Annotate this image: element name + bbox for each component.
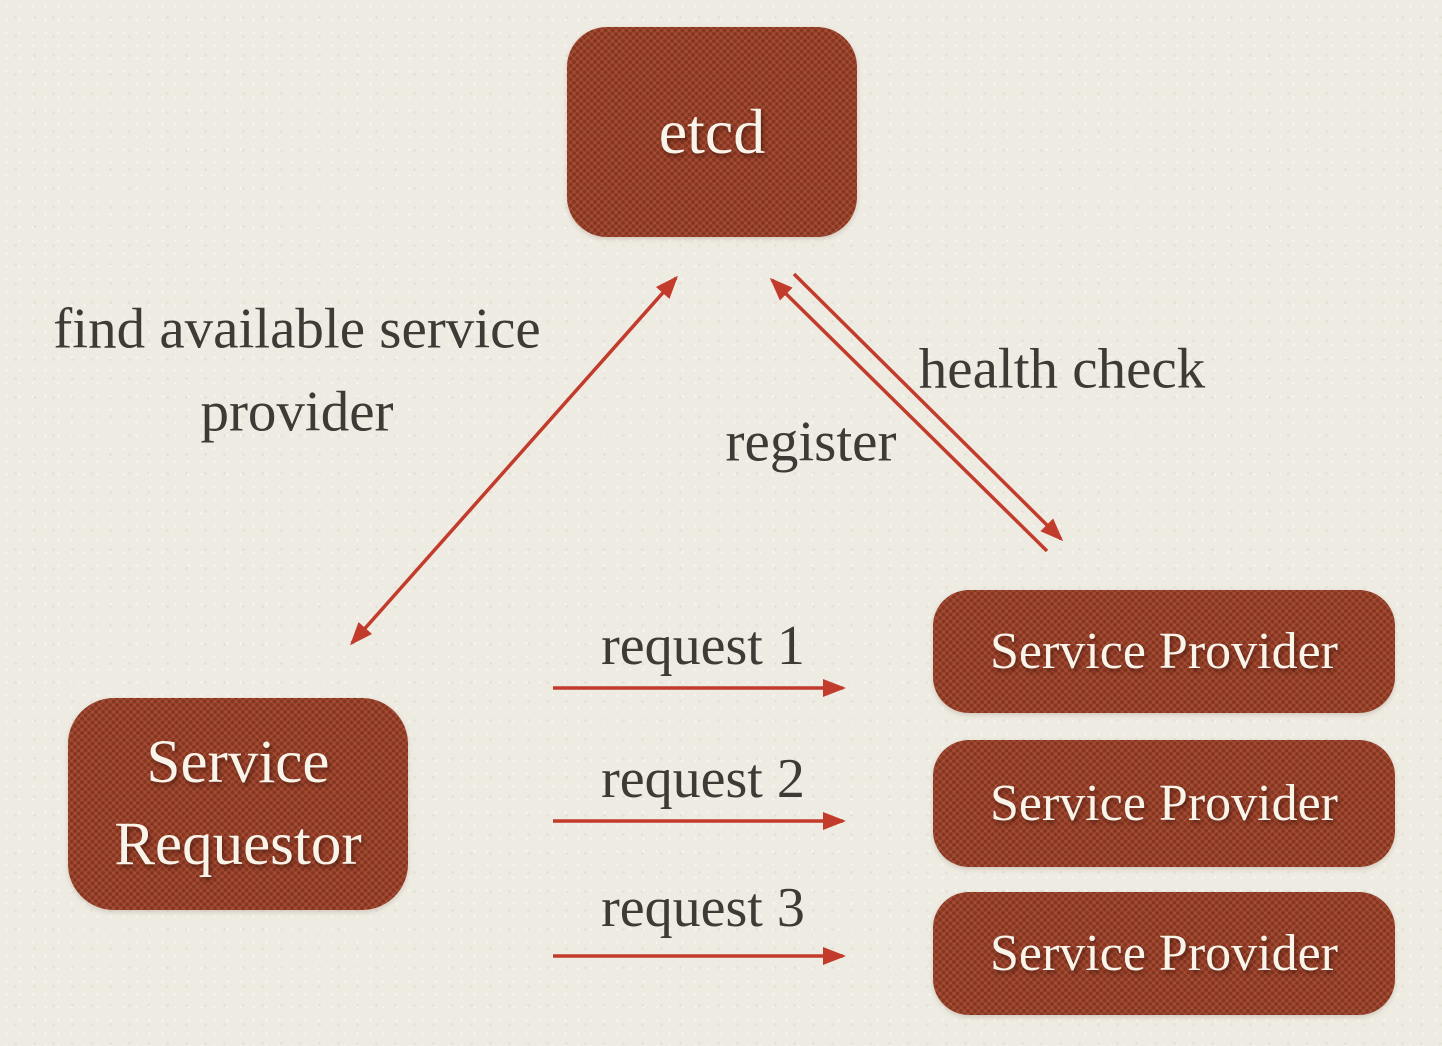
edge-label-request-1: request 1: [601, 615, 805, 677]
node-service-provider-1-label: Service Provider: [989, 623, 1338, 680]
edge-label-health-check: health check: [918, 337, 1206, 401]
node-service-provider-1: Service Provider: [933, 590, 1395, 713]
node-service-provider-3-label: Service Provider: [989, 925, 1338, 982]
node-etcd: etcd: [567, 27, 857, 237]
edge-label-request-3: request 3: [601, 877, 805, 939]
node-etcd-label: etcd: [658, 96, 766, 167]
arrow-health-check: [792, 272, 1064, 542]
node-service-requestor: Service Requestor: [68, 698, 408, 910]
arrow-find-available-bidirectional: [350, 275, 678, 646]
edge-label-register: register: [725, 410, 897, 474]
edge-label-request-2: request 2: [601, 748, 805, 810]
edge-label-find-available-service-provider: find available service provider: [53, 297, 541, 443]
node-service-provider-2: Service Provider: [933, 740, 1395, 867]
node-service-provider-3: Service Provider: [933, 892, 1395, 1015]
arrow-register: [769, 277, 1049, 553]
node-service-requestor-label: Service Requestor: [114, 728, 362, 878]
node-service-provider-2-label: Service Provider: [989, 775, 1338, 832]
